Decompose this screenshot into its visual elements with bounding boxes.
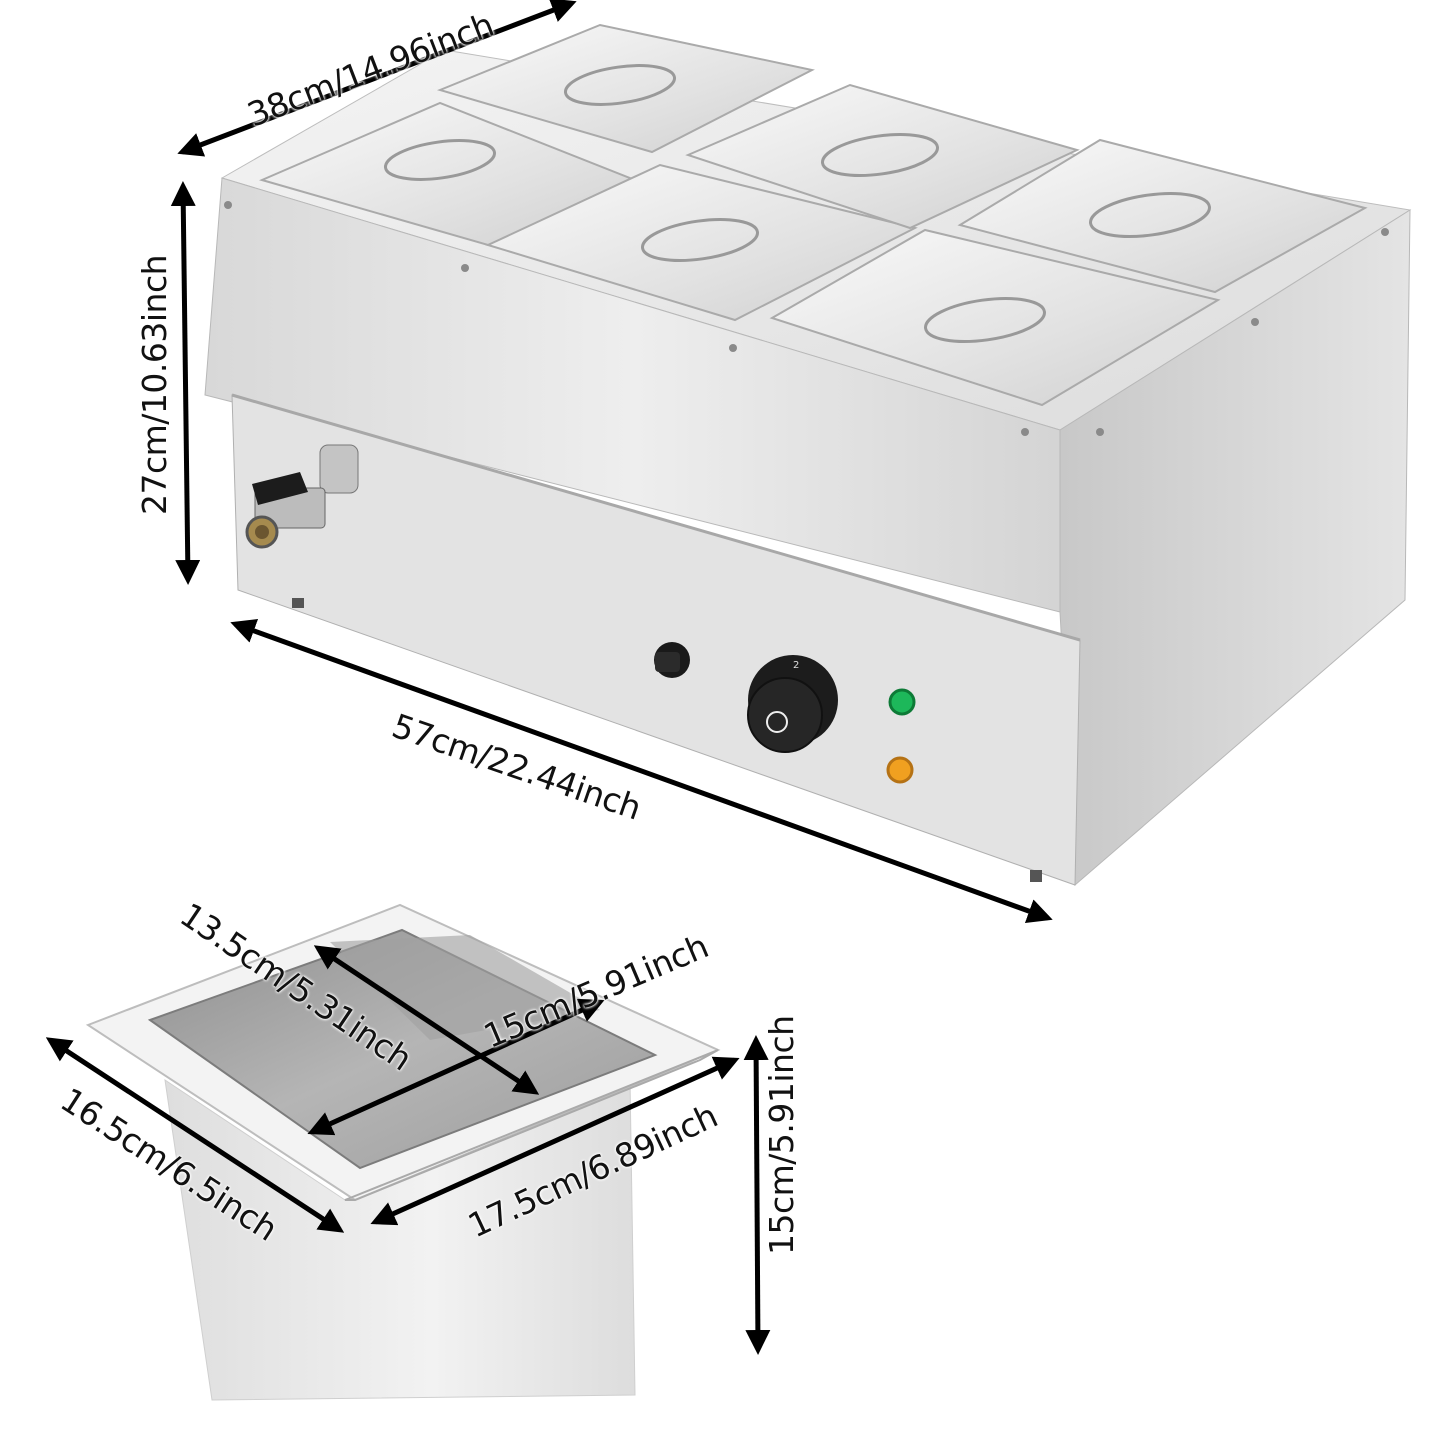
arrow-pan-height (743, 1035, 771, 1355)
screws (224, 201, 1389, 436)
arrow-pan-outer-width (370, 1056, 740, 1226)
arrow-unit-width (230, 619, 1053, 923)
arrow-unit-height (170, 181, 201, 585)
food-warmer-unit: 2 (204, 23, 1412, 887)
power-indicator-light (888, 688, 916, 716)
pan-lid (769, 228, 1221, 407)
unit-side-face (1059, 209, 1411, 887)
dimension-arrows (45, 0, 1053, 1355)
valve-handle-icon[interactable] (252, 472, 308, 505)
heating-indicator-light (886, 756, 914, 784)
power-switch[interactable] (654, 642, 690, 678)
label-unit-height: 27cm/10.63inch (135, 254, 174, 515)
pan-lid (685, 83, 1080, 230)
svg-text:2: 2 (793, 660, 799, 671)
pan-lid (957, 138, 1368, 294)
pan-lid (485, 163, 918, 322)
unit-foot (292, 598, 304, 608)
unit-foot (1030, 870, 1042, 882)
arrow-pan-outer-depth (45, 1037, 345, 1233)
label-pan-height: 15cm/5.91inch (762, 1015, 801, 1255)
arrow-unit-depth (177, 0, 577, 157)
drain-valve[interactable] (245, 444, 359, 549)
